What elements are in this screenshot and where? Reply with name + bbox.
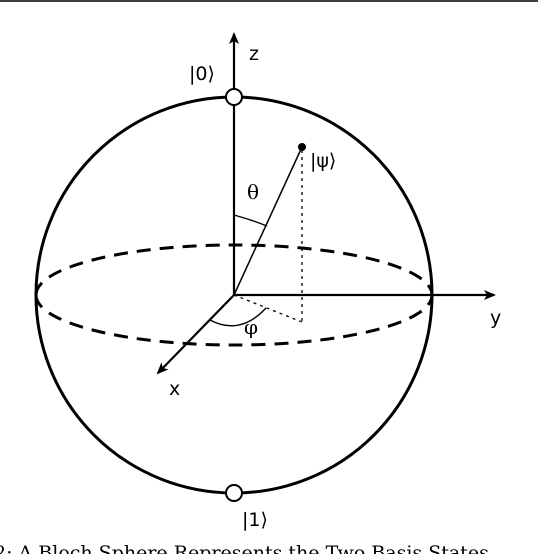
equator-front (34, 294, 434, 347)
x-axis-label: x (169, 378, 180, 400)
psi-point (298, 143, 306, 151)
figure-caption: 2: A Bloch Sphere Represents the Two Bas… (0, 542, 489, 554)
theta-label: θ (247, 180, 259, 204)
phi-arc (209, 307, 267, 327)
ket-one-point (225, 484, 243, 502)
theta-arc (233, 214, 268, 227)
psi-projection-radial (233, 294, 303, 323)
x-axis (156, 294, 235, 375)
z-axis-label: z (249, 43, 259, 65)
phi-label: φ (244, 315, 258, 339)
ket-zero-label: |0⟩ (189, 63, 215, 85)
ket-one-label: |1⟩ (242, 509, 268, 531)
psi-vector (233, 146, 303, 296)
ket-psi-label: |ψ⟩ (310, 150, 336, 172)
ket-zero-point (225, 88, 243, 106)
y-axis-label: y (490, 307, 501, 329)
